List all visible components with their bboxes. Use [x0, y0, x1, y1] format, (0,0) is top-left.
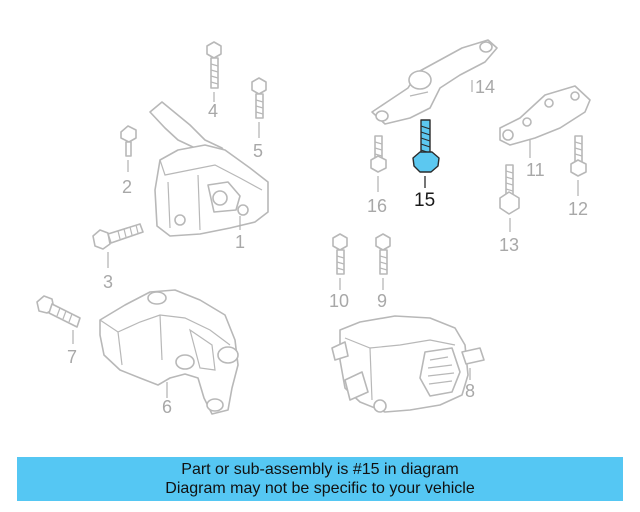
callout-7: 7 — [67, 347, 78, 367]
callout-6: 6 — [162, 397, 173, 417]
callout-14: 14 — [475, 77, 496, 97]
callout-16: 16 — [367, 196, 388, 216]
part-11-bracket — [499, 85, 591, 158]
part-8-transmission-mount — [331, 315, 485, 413]
callout-3: 3 — [103, 272, 114, 292]
part-7-bolt — [36, 295, 81, 344]
part-3-bolt — [92, 223, 144, 268]
callout-4: 4 — [208, 101, 219, 121]
part-6-bracket — [99, 289, 239, 415]
part-2-bolt — [120, 125, 137, 172]
banner-line-part-number: Part or sub-assembly is #15 in diagram — [181, 461, 459, 478]
callout-5: 5 — [253, 141, 264, 161]
part-4-bolt — [206, 41, 222, 102]
callout-10: 10 — [329, 291, 350, 311]
callout-11: 11 — [526, 160, 545, 180]
callout-13: 13 — [499, 235, 520, 255]
part-5-bolt — [251, 77, 267, 138]
part-10-bolt — [332, 233, 348, 290]
part-15-bolt-highlighted — [412, 119, 440, 188]
callout-12: 12 — [568, 199, 589, 219]
callout-9: 9 — [377, 291, 388, 311]
part-16-bolt — [370, 135, 387, 192]
callout-8: 8 — [465, 381, 476, 401]
callout-15-highlighted: 15 — [414, 190, 436, 211]
part-12-bolt — [570, 135, 587, 196]
part-1-engine-mount — [149, 101, 269, 237]
part-14-torque-rod — [371, 39, 498, 125]
callout-1: 1 — [235, 232, 246, 252]
part-13-bolt — [499, 164, 520, 232]
info-banner: Part or sub-assembly is #15 in diagram D… — [17, 457, 623, 501]
parts-diagram — [36, 39, 591, 415]
banner-line-disclaimer: Diagram may not be specific to your vehi… — [165, 480, 475, 497]
part-9-bolt — [375, 233, 391, 290]
callout-2: 2 — [122, 177, 133, 197]
